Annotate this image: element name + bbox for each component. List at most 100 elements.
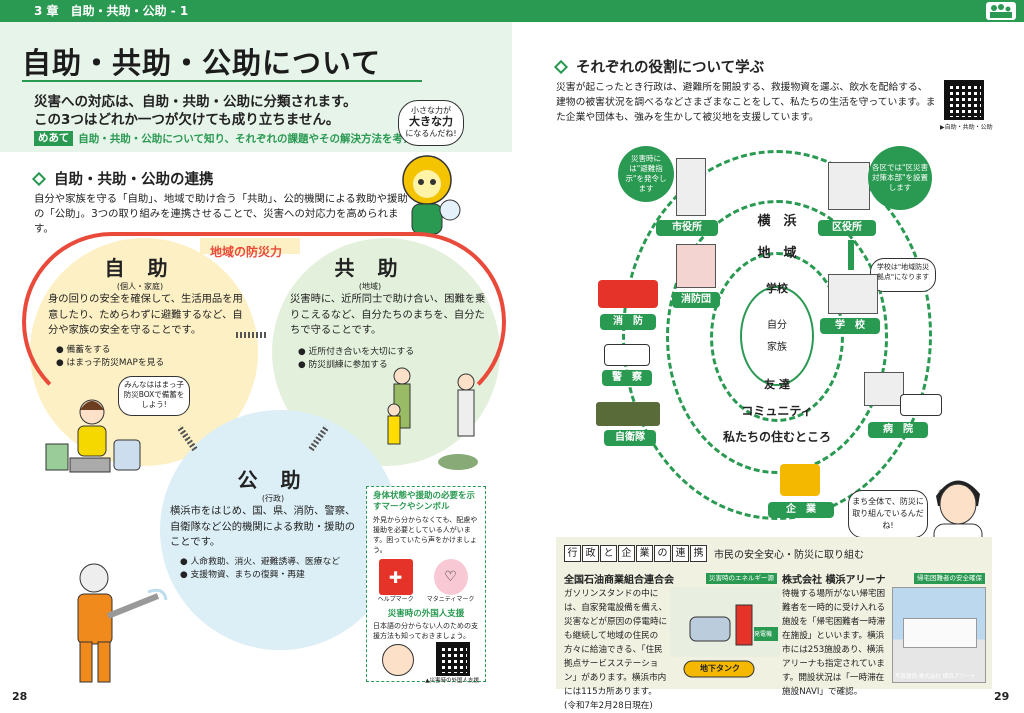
page-number-right: 29 — [994, 690, 1010, 703]
neighbors-illustration — [380, 362, 498, 480]
maternity-mark: ♡ マタニティマーク — [427, 559, 474, 605]
qr-code-icon[interactable] — [436, 642, 470, 676]
company1-tag: 災害時のエネルギー源 — [706, 573, 777, 584]
tag-gakko: 学 校 — [820, 318, 880, 334]
excavator-icon — [780, 464, 820, 496]
ring-yokohama — [622, 150, 932, 520]
school-icon — [828, 274, 878, 314]
goal-text: 自助・共助・公助について知り、それぞれの課題やその解決方法を考える。 — [78, 132, 435, 145]
tag-hinan: 災害時には"避難指示"を発令します — [618, 146, 674, 202]
section-heading-roles: それぞれの役割について学ぶ — [553, 56, 765, 77]
bubble-line-2: 大きな力 — [409, 115, 453, 128]
fire-truck-icon — [598, 280, 658, 308]
kojo-bullets: 人命救助、消火、避難誘導、医療など 支援物資、まちの復興・再建 — [180, 556, 360, 582]
foreigner-support-link[interactable]: ▲災害時の外国人支援 — [425, 678, 479, 684]
community-power-ring — [22, 232, 506, 412]
stockpile-illustration — [40, 390, 150, 478]
tag-kigyo: 企 業 — [768, 502, 834, 518]
help-mark-icon: ✚ — [378, 559, 413, 595]
label-kazoku: 家族 — [767, 342, 787, 353]
diamond-icon — [31, 171, 47, 186]
tag-kyoten: 学校は"地域防災拠点"になります — [870, 258, 936, 292]
roles-section-title: それぞれの役割について学ぶ — [576, 60, 765, 76]
goal-tag: めあて — [34, 130, 74, 146]
help-mark: ✚ ヘルプマーク — [378, 559, 414, 605]
hospital-icon — [864, 372, 904, 406]
qr-code-icon[interactable] — [944, 80, 984, 120]
tag-byoin: 病 院 — [868, 422, 928, 438]
kojo-bullet-2: 支援物資、まちの復興・再建 — [180, 570, 305, 580]
label-jibun: 自分 — [767, 320, 787, 331]
mascot-speech-bubble: 小さな力が 大きな力 になるんだね! — [398, 100, 464, 146]
photo-credit: 写真提供:株式会社 横浜アリーナ — [895, 674, 976, 680]
double-arrow-icon — [848, 240, 854, 270]
foreigner-support-text: 日本語の分からない人のための支援方法も知っておきましょう。 — [373, 622, 478, 640]
company2-title: 株式会社 横浜アリーナ — [782, 575, 886, 586]
renkei-body: 自分や家族を守る「自助」、地域で助け合う「共助」、公的機関による救助や援助の「公… — [34, 193, 408, 235]
firefighter-illustration — [48, 556, 168, 686]
jijo-title: 自 助 — [104, 256, 176, 280]
collab-head-char: 業 — [636, 545, 653, 562]
collab-head-char: 連 — [672, 545, 689, 562]
company2-tag: 帰宅困難者の安全確保 — [914, 573, 985, 584]
ring-label-bg — [200, 238, 300, 254]
tag-kuyakusho: 区役所 — [818, 220, 876, 236]
label-yokohama: 横 浜 — [757, 214, 797, 229]
page-number-left: 28 — [12, 690, 28, 703]
label-sumu: 私たちの住むところ — [722, 430, 831, 444]
sdf-truck-icon — [596, 402, 660, 426]
jijo-bullet-1: 備蓄をする — [56, 345, 110, 355]
diamond-icon — [553, 59, 569, 74]
kyojo-title: 共 助 — [334, 256, 406, 280]
jijo-speech: みんなははまっ子防災BOXで備蓄をしよう! — [118, 376, 190, 416]
collab-head-char: 企 — [618, 545, 635, 562]
header-bar-right — [512, 0, 1024, 22]
chapter-header: 3 章 自助・共助・公助 - 1 — [0, 0, 512, 22]
kyojo-text: 災害時に、近所同士で助け合い、困難を乗りこえるなど、自分たちのまちを、自分たちで… — [290, 293, 486, 336]
qr-code-right[interactable] — [944, 80, 984, 120]
mascot-illustration — [392, 150, 462, 240]
label-gakko-ring: 学校 — [766, 282, 788, 295]
kyojo-bullet-1: 近所付き合いを大切にする — [298, 347, 414, 357]
label-community: コミュニティ — [741, 404, 813, 418]
jijo-bullet-2: はまっ子防災MAPを見る — [56, 358, 164, 368]
jijo-bullets: 備蓄をする はまっ子防災MAPを見る — [56, 344, 216, 370]
label-tomodachi: 友 達 — [764, 378, 790, 391]
collab-head-char: 行 — [564, 545, 581, 562]
tag-shobodan: 消防団 — [672, 292, 720, 308]
generator-label: 発電機 — [754, 631, 773, 638]
company1-title: 全国石油商業組合連合会 — [564, 575, 674, 586]
kojo-circle — [160, 410, 400, 650]
section-heading-renkei: 自助・共助・公助の連携 — [31, 168, 214, 189]
tag-shiyakusho: 市役所 — [656, 220, 718, 236]
foreigner-support-title: 災害時の外国人支援 — [387, 609, 465, 619]
arena-building — [903, 618, 977, 648]
ring-gakko — [710, 252, 844, 422]
tag-jieitai: 自衛隊 — [604, 430, 656, 446]
collab-head-chars: 行政と企業の連携 — [564, 545, 708, 562]
marks-row: ✚ ヘルプマーク ♡ マタニティマーク — [367, 557, 485, 607]
page-title: 自助・共助・公助について — [22, 46, 382, 80]
family-logo-icon — [986, 2, 1016, 20]
qr-caption[interactable]: ▶自助・共助・公助 — [940, 124, 993, 131]
lead-line-2: この3つはどれか一つが欠けても成り立ちません。 — [34, 112, 340, 128]
ring-chiiki — [666, 200, 888, 474]
kojo-subtitle: (行政) — [261, 494, 285, 503]
kojo-heading: 公 助 (行政) — [218, 464, 328, 504]
community-power-label: 地域の防災力 — [210, 245, 283, 259]
company1-text: ガソリンスタンドの中には、自家発電設備を備え、災害などが原因の停電時にも継続して… — [564, 589, 668, 711]
collab-head: 行政と企業の連携 市民の安全安心・防災に取り組む — [564, 545, 864, 562]
collab-head-char: の — [654, 545, 671, 562]
city-hall-icon — [676, 158, 706, 216]
section-title: 自助・共助・公助の連携 — [54, 172, 214, 188]
tag-shobo: 消 防 — [600, 314, 656, 330]
kyojo-bullet-2: 防災訓練に参加する — [298, 360, 388, 370]
label-chiiki: 地 域 — [757, 246, 797, 261]
arena-photo: 写真提供:株式会社 横浜アリーナ — [892, 587, 986, 683]
collab-head-char: と — [600, 545, 617, 562]
ward-office-icon — [828, 162, 870, 210]
kojo-title: 公 助 — [237, 468, 309, 492]
tank-label: 地下タンク — [700, 664, 740, 673]
tag-keisatsu: 警 察 — [602, 370, 652, 386]
jijo-heading: 自 助 (個人・家庭) — [80, 252, 200, 292]
